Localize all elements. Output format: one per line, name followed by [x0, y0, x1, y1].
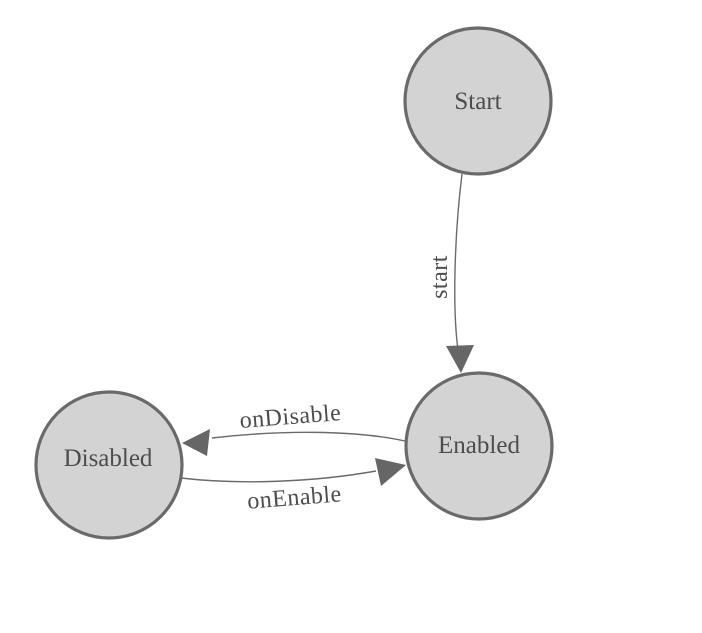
state-enabled: Enabled: [404, 371, 554, 521]
state-disabled: Disabled: [34, 390, 184, 540]
state-circle-enabled: [404, 371, 554, 521]
transition-label-onDisable: onDisable: [239, 400, 343, 434]
state-circle-disabled: [34, 390, 184, 540]
arrowhead-icon-disabled-to-enabled: [375, 458, 406, 486]
transition-line-disabled-to-enabled: [180, 470, 377, 483]
transition-line-start-to-enabled: [454, 173, 463, 351]
transition-enabled-to-disabled: onDisable: [182, 400, 406, 456]
transition-disabled-to-enabled: onEnable: [180, 458, 406, 515]
state-circle-start: [403, 26, 553, 176]
state-label-enabled: Enabled: [438, 432, 520, 459]
transition-line-enabled-to-disabled: [211, 431, 406, 442]
state-start: Start: [403, 26, 553, 176]
transition-start-to-enabled: start: [427, 173, 474, 373]
arrowhead-icon-enabled-to-disabled: [182, 429, 210, 456]
transition-label-onEnable: onEnable: [246, 481, 342, 514]
state-label-start: Start: [454, 88, 501, 115]
transition-label-start: start: [427, 255, 453, 299]
state-label-disabled: Disabled: [64, 445, 153, 472]
arrowhead-icon-start-to-enabled: [446, 345, 474, 373]
